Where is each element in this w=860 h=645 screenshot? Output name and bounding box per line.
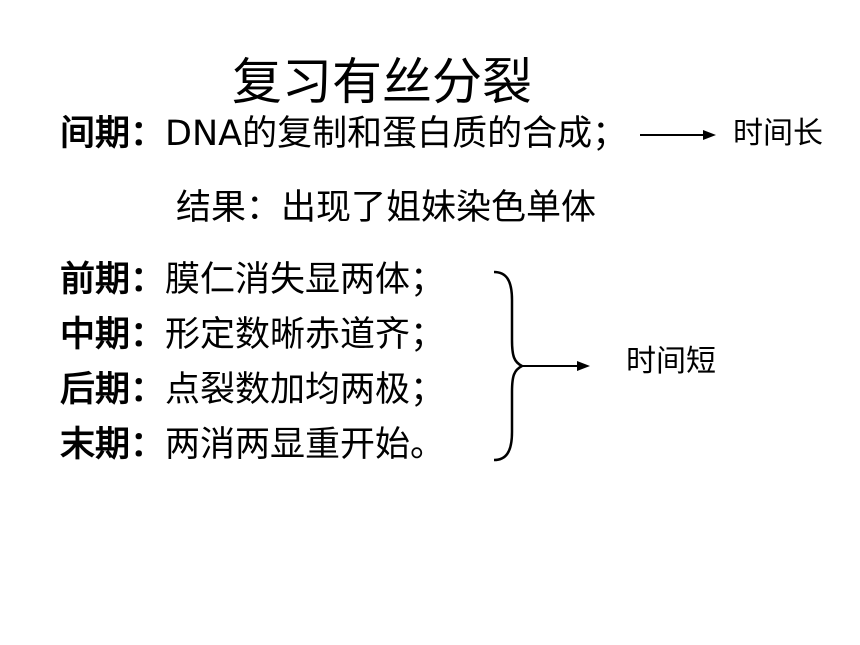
interphase-result: 结果：出现了姐妹染色单体 [176, 188, 597, 228]
phase-text: 两消两显重开始。 [165, 425, 446, 465]
phase-row-prophase: 前期：膜仁消失显两体； [60, 258, 445, 302]
phase-row-telophase: 末期：两消两显重开始。 [60, 423, 445, 467]
phases-arrow-icon [522, 361, 590, 371]
phase-row-metaphase: 中期：形定数晰赤道齐； [60, 313, 445, 357]
interphase-text: DNA的复制和蛋白质的合成； [165, 114, 628, 154]
phase-label: 后期： [60, 370, 166, 410]
phases-duration: 时间短 [626, 344, 716, 379]
phase-label: 末期： [60, 425, 166, 465]
interphase-duration: 时间长 [733, 116, 823, 151]
phase-label: 中期： [60, 315, 166, 355]
phase-text: 点裂数加均两极； [165, 370, 446, 410]
phase-row-anaphase: 后期：点裂数加均两极； [60, 368, 445, 412]
curly-brace-icon [493, 270, 525, 462]
phase-text: 膜仁消失显两体； [165, 260, 446, 300]
interphase-row: 间期：DNA的复制和蛋白质的合成； [60, 112, 627, 156]
slide-title: 复习有丝分裂 [232, 53, 532, 111]
interphase-label: 间期： [60, 114, 166, 154]
interphase-arrow-icon [640, 130, 716, 140]
phase-label: 前期： [60, 260, 166, 300]
phase-text: 形定数晰赤道齐； [165, 315, 446, 355]
